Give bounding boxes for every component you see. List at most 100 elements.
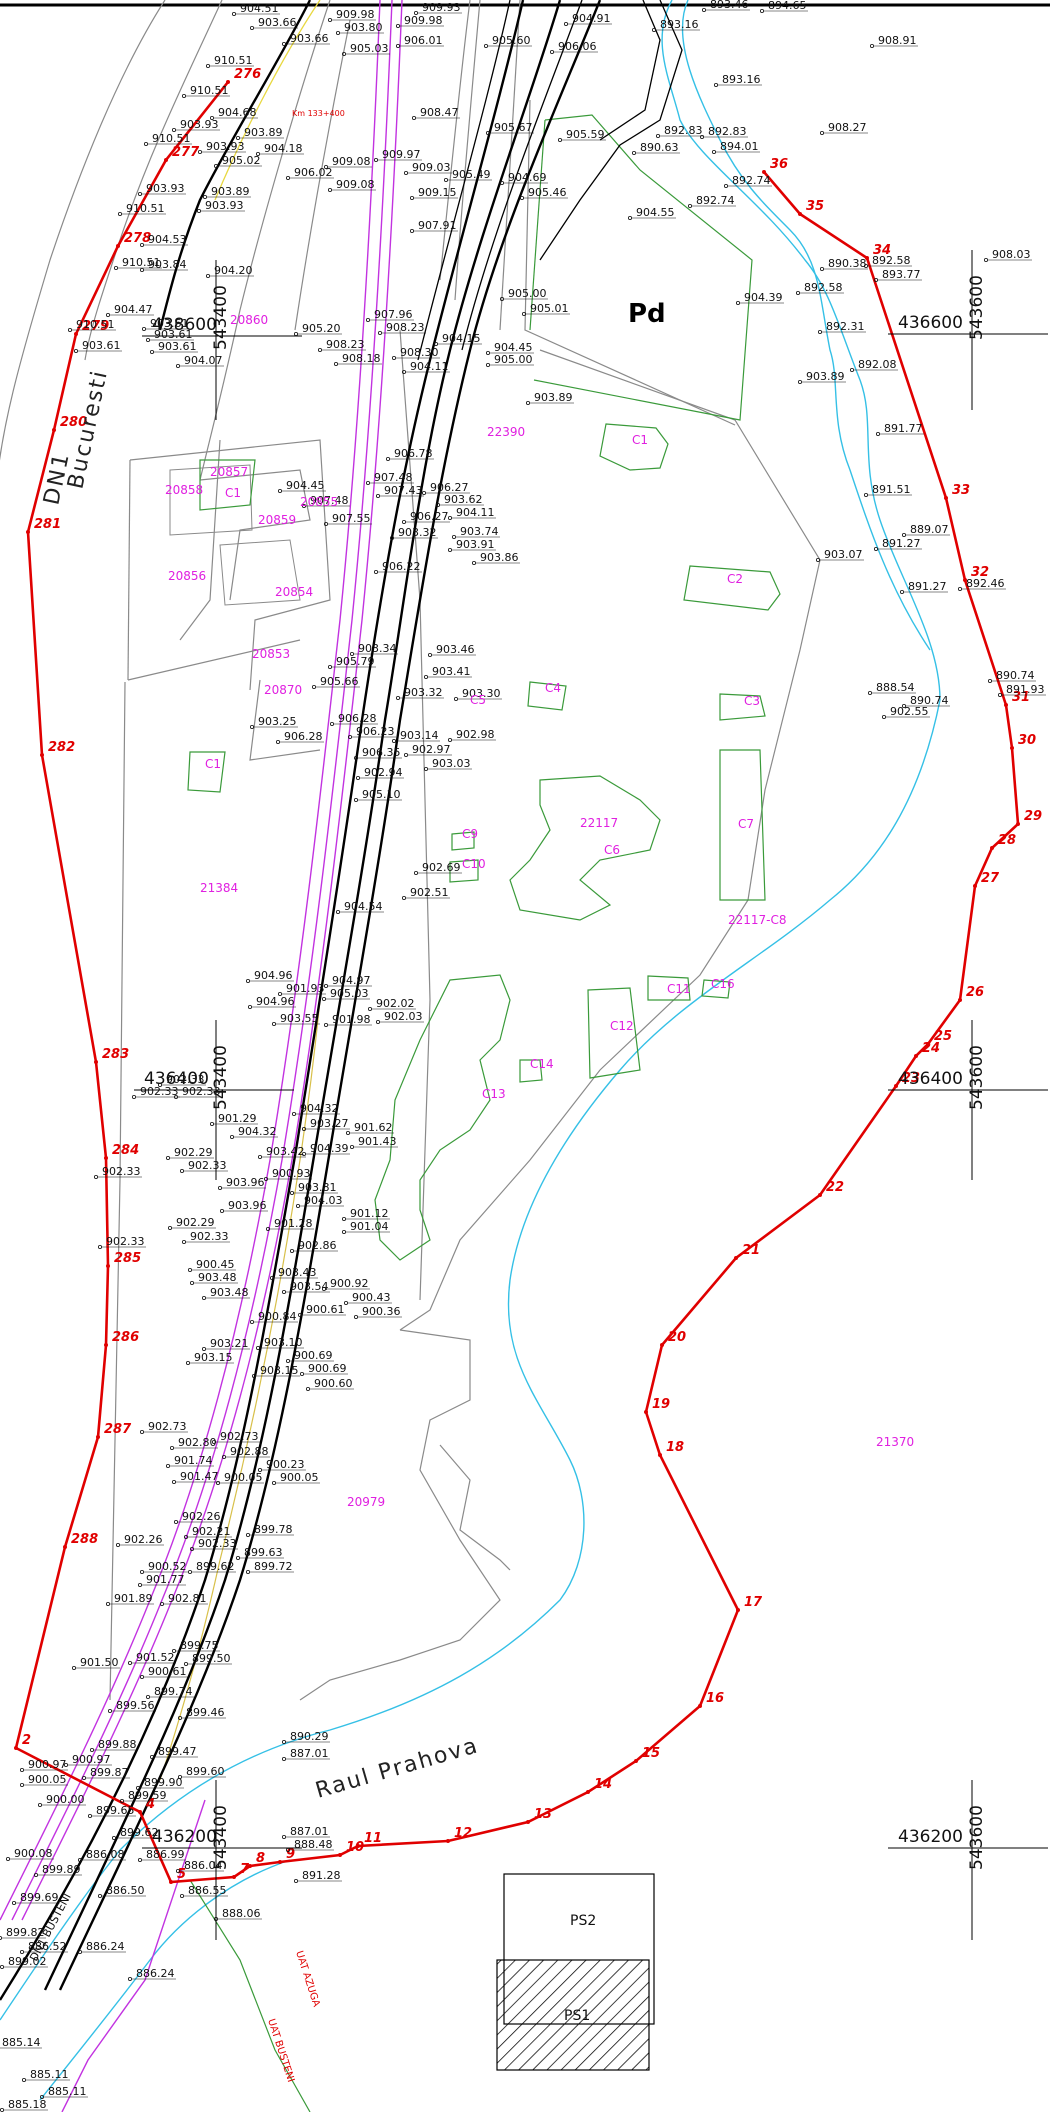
boundary-point-label: 12 [454, 1826, 472, 1841]
elevation-label: 903.32 [398, 526, 437, 539]
elevation-marker [526, 400, 531, 405]
elevation-label: 903.61 [158, 340, 197, 353]
boundary-vertex [164, 158, 168, 162]
elevation-label: 902.21 [192, 1525, 231, 1538]
elevation-label: 903.61 [154, 328, 193, 341]
elevation-label: 900.92 [330, 1277, 369, 1290]
parcel-number: 22117 [580, 816, 618, 830]
elevation-label: 888.48 [294, 1838, 333, 1851]
elevation-label: 901.52 [136, 1651, 175, 1664]
elevation-marker [293, 331, 298, 336]
elevation-marker [736, 300, 741, 305]
elevation-label: 909.15 [418, 186, 457, 199]
elevation-label: 907.55 [332, 512, 371, 525]
elevation-marker [656, 133, 661, 138]
boundary-vertex [958, 998, 962, 1002]
elevation-marker [281, 42, 286, 47]
elevation-marker [321, 1287, 326, 1292]
elevation-label: 905.02 [222, 154, 261, 167]
elevation-label: 886.52 [28, 1940, 67, 1953]
grid-coordinate-label: 543600 [967, 275, 987, 340]
boundary-vertex [798, 212, 802, 216]
elevation-marker [345, 1131, 350, 1136]
elevation-marker [64, 1763, 69, 1768]
elevation-label: 899.46 [186, 1706, 225, 1719]
elevation-label: 899.62 [196, 1560, 235, 1573]
elevation-label: 903.54 [290, 1280, 329, 1293]
elevation-marker [301, 1152, 306, 1157]
elevation-label: 906.23 [356, 725, 395, 738]
elevation-marker [0, 1965, 4, 1969]
elevation-label: 891.51 [872, 483, 911, 496]
elevation-label: 905.79 [336, 655, 375, 668]
parcel-number: 20860 [230, 313, 268, 327]
elevation-label: 905.01 [530, 302, 569, 315]
boundary-vertex [226, 80, 230, 84]
elevation-label: 900.97 [28, 1758, 67, 1771]
elevation-label: 891.27 [908, 580, 947, 593]
elevation-label: 903.30 [462, 687, 501, 700]
elevation-marker [189, 1547, 194, 1552]
pd-label: Pd [628, 299, 666, 329]
parcel-number: 22390 [487, 425, 525, 439]
elevation-marker [335, 910, 340, 915]
boundary-points: 2762772782792802812822832842852862872882… [14, 67, 1042, 1884]
boundary-vertex [26, 530, 30, 534]
boundary-point-label: 288 [71, 1532, 98, 1547]
elevation-marker [271, 1481, 276, 1486]
elevation-marker [74, 348, 79, 353]
elevation-label: 901.43 [358, 1135, 397, 1148]
elevation-label: 900.05 [280, 1471, 319, 1484]
elevation-label: 899.75 [180, 1639, 219, 1652]
elevation-label: 899.88 [98, 1738, 137, 1751]
boundary-vertex [338, 1853, 342, 1857]
building-label: C1 [225, 486, 241, 500]
building-label: C14 [530, 1057, 554, 1071]
elevation-marker [301, 1127, 306, 1132]
elevation-label: 909.08 [332, 155, 371, 168]
elevation-marker [245, 1533, 250, 1538]
elevation-marker [485, 362, 490, 367]
elevation-label: 904.32 [300, 1102, 339, 1115]
boundary-point-label: 16 [706, 1691, 724, 1706]
elevation-label: 885.11 [30, 2068, 69, 2081]
elevation-label: 903.42 [266, 1145, 305, 1158]
elevation-marker [211, 1440, 216, 1445]
elevation-label: 903.96 [228, 1199, 267, 1212]
elevation-marker [688, 203, 693, 208]
boundary-point-label: 35 [806, 199, 824, 214]
buildings-outlines [187, 423, 781, 1261]
boundary-vertex [644, 1410, 648, 1414]
elevation-marker [106, 312, 111, 317]
boundary-point-label: 36 [770, 157, 788, 172]
elevation-label: 901.93 [286, 982, 325, 995]
elevation-label: 909.98 [404, 14, 443, 27]
boundary-vertex [63, 1545, 67, 1549]
elevation-label: 904.68 [218, 106, 257, 119]
elevation-label: 900.52 [148, 1560, 187, 1573]
elevation-label: 891.77 [884, 422, 923, 435]
elevation-marker [427, 653, 432, 658]
elevation-label: 903.48 [198, 1271, 237, 1284]
elevation-marker [389, 536, 394, 541]
elevation-marker [700, 134, 705, 139]
elevation-marker [712, 149, 717, 154]
boundary-point-label: 21 [742, 1243, 760, 1258]
elevation-marker [98, 1245, 103, 1250]
elevation-marker [181, 1240, 186, 1245]
parcel-number: 21384 [200, 881, 238, 895]
elevation-label: 905.00 [508, 287, 547, 300]
elevation-label: 899.65 [96, 1804, 135, 1817]
elevation-label: 899.69 [20, 1891, 59, 1904]
elevation-label: 908.23 [386, 321, 425, 334]
elevation-label: 904.11 [456, 506, 495, 519]
elevation-marker [401, 896, 406, 901]
elevation-marker [6, 1857, 11, 1862]
elevation-marker [209, 116, 214, 121]
boundary-vertex [660, 1343, 664, 1347]
yellow-line-2 [159, 999, 321, 1781]
elevation-marker [365, 317, 370, 322]
elevation-marker [40, 2094, 45, 2099]
elevation-marker [864, 492, 869, 497]
elevation-label: 907.48 [310, 494, 349, 507]
